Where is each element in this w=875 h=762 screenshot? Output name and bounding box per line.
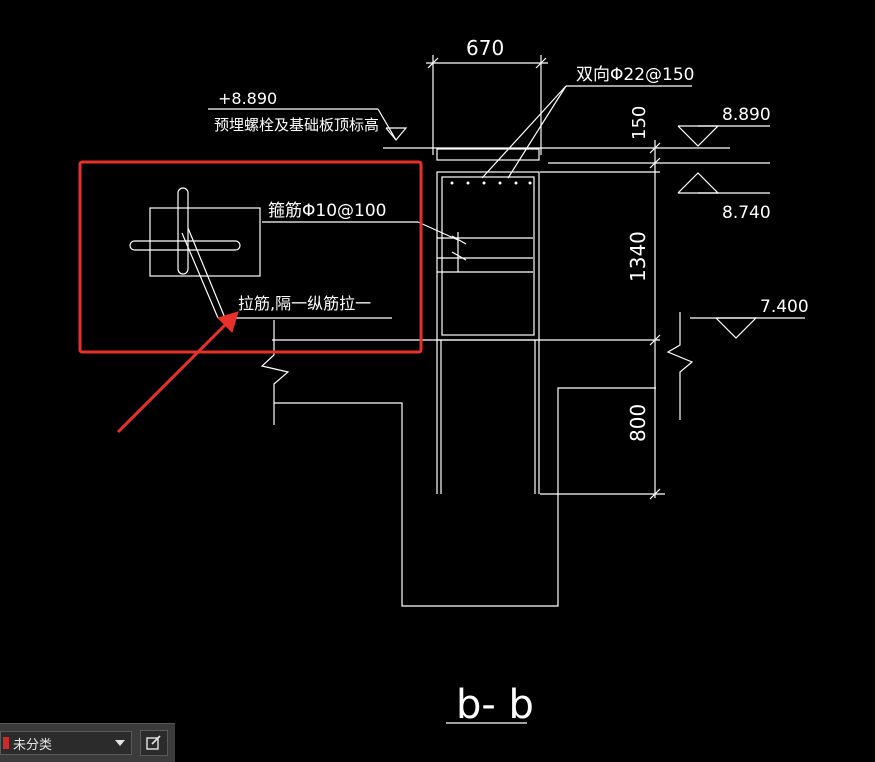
highlight-box — [78, 160, 423, 354]
layer-toolbar: 未分类 — [0, 723, 175, 762]
section-title: b- b — [456, 682, 534, 728]
dim-800-text: 800 — [626, 404, 650, 442]
layer-name-label: 未分类 — [13, 737, 53, 753]
edit-icon — [146, 735, 161, 750]
layer-color-swatch-icon — [3, 737, 9, 749]
elevation-low-text: 7.400 — [760, 297, 809, 317]
arrow-shaft — [116, 320, 230, 434]
stirrup-text: 箍筋Φ10@100 — [268, 201, 386, 221]
dim-width-text: 670 — [466, 36, 504, 60]
dim-150-text: 150 — [629, 106, 650, 140]
bolt-elevation-value: +8.890 — [218, 89, 277, 108]
chevron-down-icon[interactable] — [115, 740, 125, 746]
tie-bar-text: 拉筋,隔一纵筋拉一 — [238, 294, 371, 313]
dim-1340-text: 1340 — [626, 231, 650, 282]
layer-dropdown[interactable]: 未分类 — [0, 731, 132, 755]
elevation-mid-text: 8.740 — [722, 203, 771, 223]
rebar-top-text: 双向Φ22@150 — [576, 65, 694, 85]
arrow-head — [217, 311, 239, 333]
bolt-elevation-note: 预埋螺栓及基础板顶标高 — [214, 116, 379, 134]
edit-layer-button[interactable] — [140, 730, 168, 756]
elevation-top-text: 8.890 — [722, 105, 771, 125]
